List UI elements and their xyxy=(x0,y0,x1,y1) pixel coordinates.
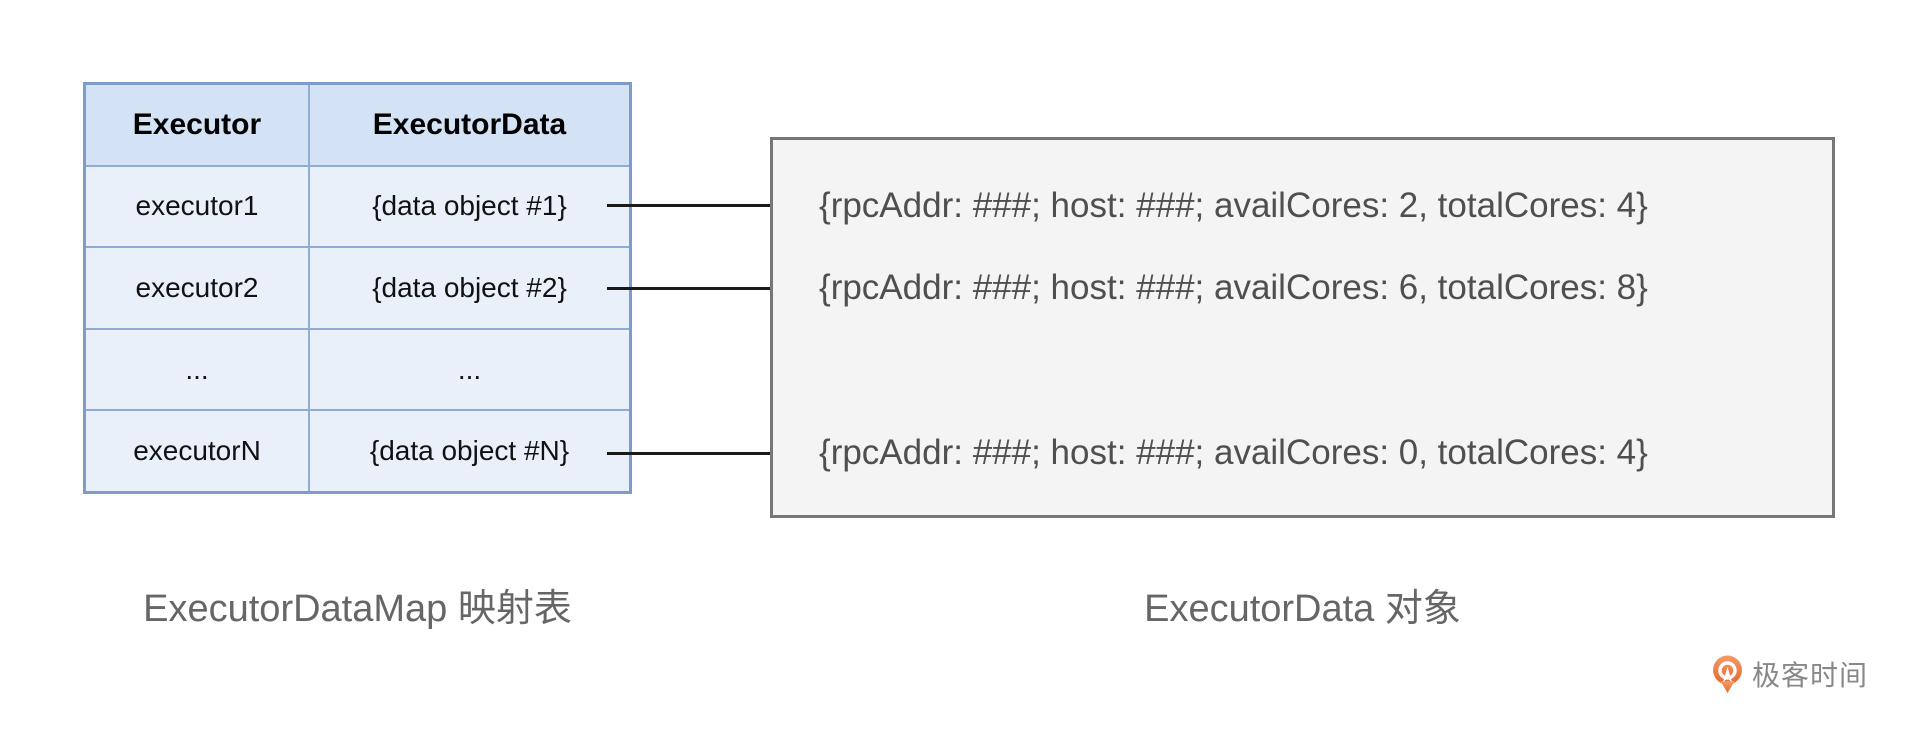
table-cell-ellipsis-key: ... xyxy=(86,329,308,410)
arrow-connector-3 xyxy=(607,444,818,462)
executor-data-objects-box: {rpcAddr: ###; host: ###; availCores: 2,… xyxy=(770,137,1835,518)
caption-executor-data: ExecutorData 对象 xyxy=(1144,588,1461,630)
geektime-logo-icon xyxy=(1712,655,1743,694)
table-cell-executor1: executor1 xyxy=(86,166,308,247)
table-cell-executorN: executorN xyxy=(86,411,308,491)
table-cell-executor2: executor2 xyxy=(86,248,308,328)
executor-data-object-N: {rpcAddr: ###; host: ###; availCores: 0,… xyxy=(819,433,1648,472)
executor-data-object-1: {rpcAddr: ###; host: ###; availCores: 2,… xyxy=(819,186,1648,225)
geektime-watermark: 极客时间 xyxy=(1712,654,1868,694)
arrow-connector-2 xyxy=(607,279,818,297)
table-cell-ellipsis-value: ... xyxy=(310,329,629,410)
table-header-executor: Executor xyxy=(86,85,308,165)
table-cell-data-object-2: {data object #2} xyxy=(310,248,629,328)
caption-executor-data-map: ExecutorDataMap 映射表 xyxy=(143,588,572,630)
table-header-executor-data: ExecutorData xyxy=(310,85,629,165)
arrow-connector-1 xyxy=(607,196,818,214)
table-cell-data-object-1: {data object #1} xyxy=(310,166,629,247)
geektime-logo-text: 极客时间 xyxy=(1752,660,1869,691)
executor-data-object-2: {rpcAddr: ###; host: ###; availCores: 6,… xyxy=(819,268,1648,307)
executor-data-map-table: Executor ExecutorData executor1 {data ob… xyxy=(83,82,632,494)
table-cell-data-object-N: {data object #N} xyxy=(310,411,629,491)
